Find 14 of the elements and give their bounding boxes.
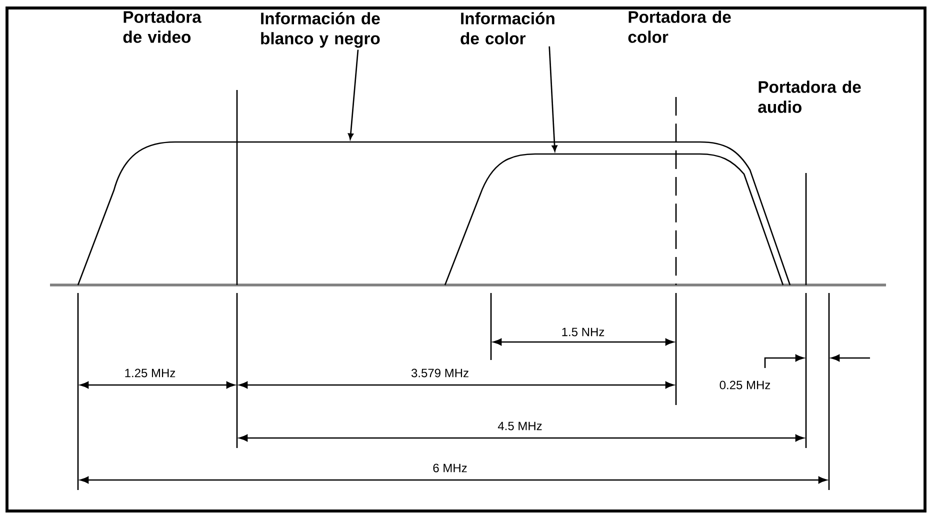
callout-text: Información de color bbox=[460, 12, 554, 44]
leader-arrow bbox=[348, 50, 359, 140]
dimension-label: 3.579 MHz bbox=[411, 368, 468, 378]
leader-arrow bbox=[548, 46, 558, 152]
carrier-label: Portadora de color bbox=[628, 10, 731, 43]
carrier-label: Portadora de audio bbox=[758, 80, 861, 113]
dimension-label: 6 MHz bbox=[433, 464, 467, 472]
callout-text: Información de blanco y negro bbox=[261, 12, 380, 48]
dimension-label: 1.5 NHz bbox=[562, 328, 604, 336]
dimension-label: 4.5 MHz bbox=[498, 422, 542, 430]
dimension-label: 1.25 MHz bbox=[125, 368, 176, 378]
dimension-label: 0.25 MHz bbox=[720, 380, 770, 390]
spectrum-curve bbox=[77, 141, 791, 286]
carrier-label: Portadora de video bbox=[123, 10, 202, 43]
